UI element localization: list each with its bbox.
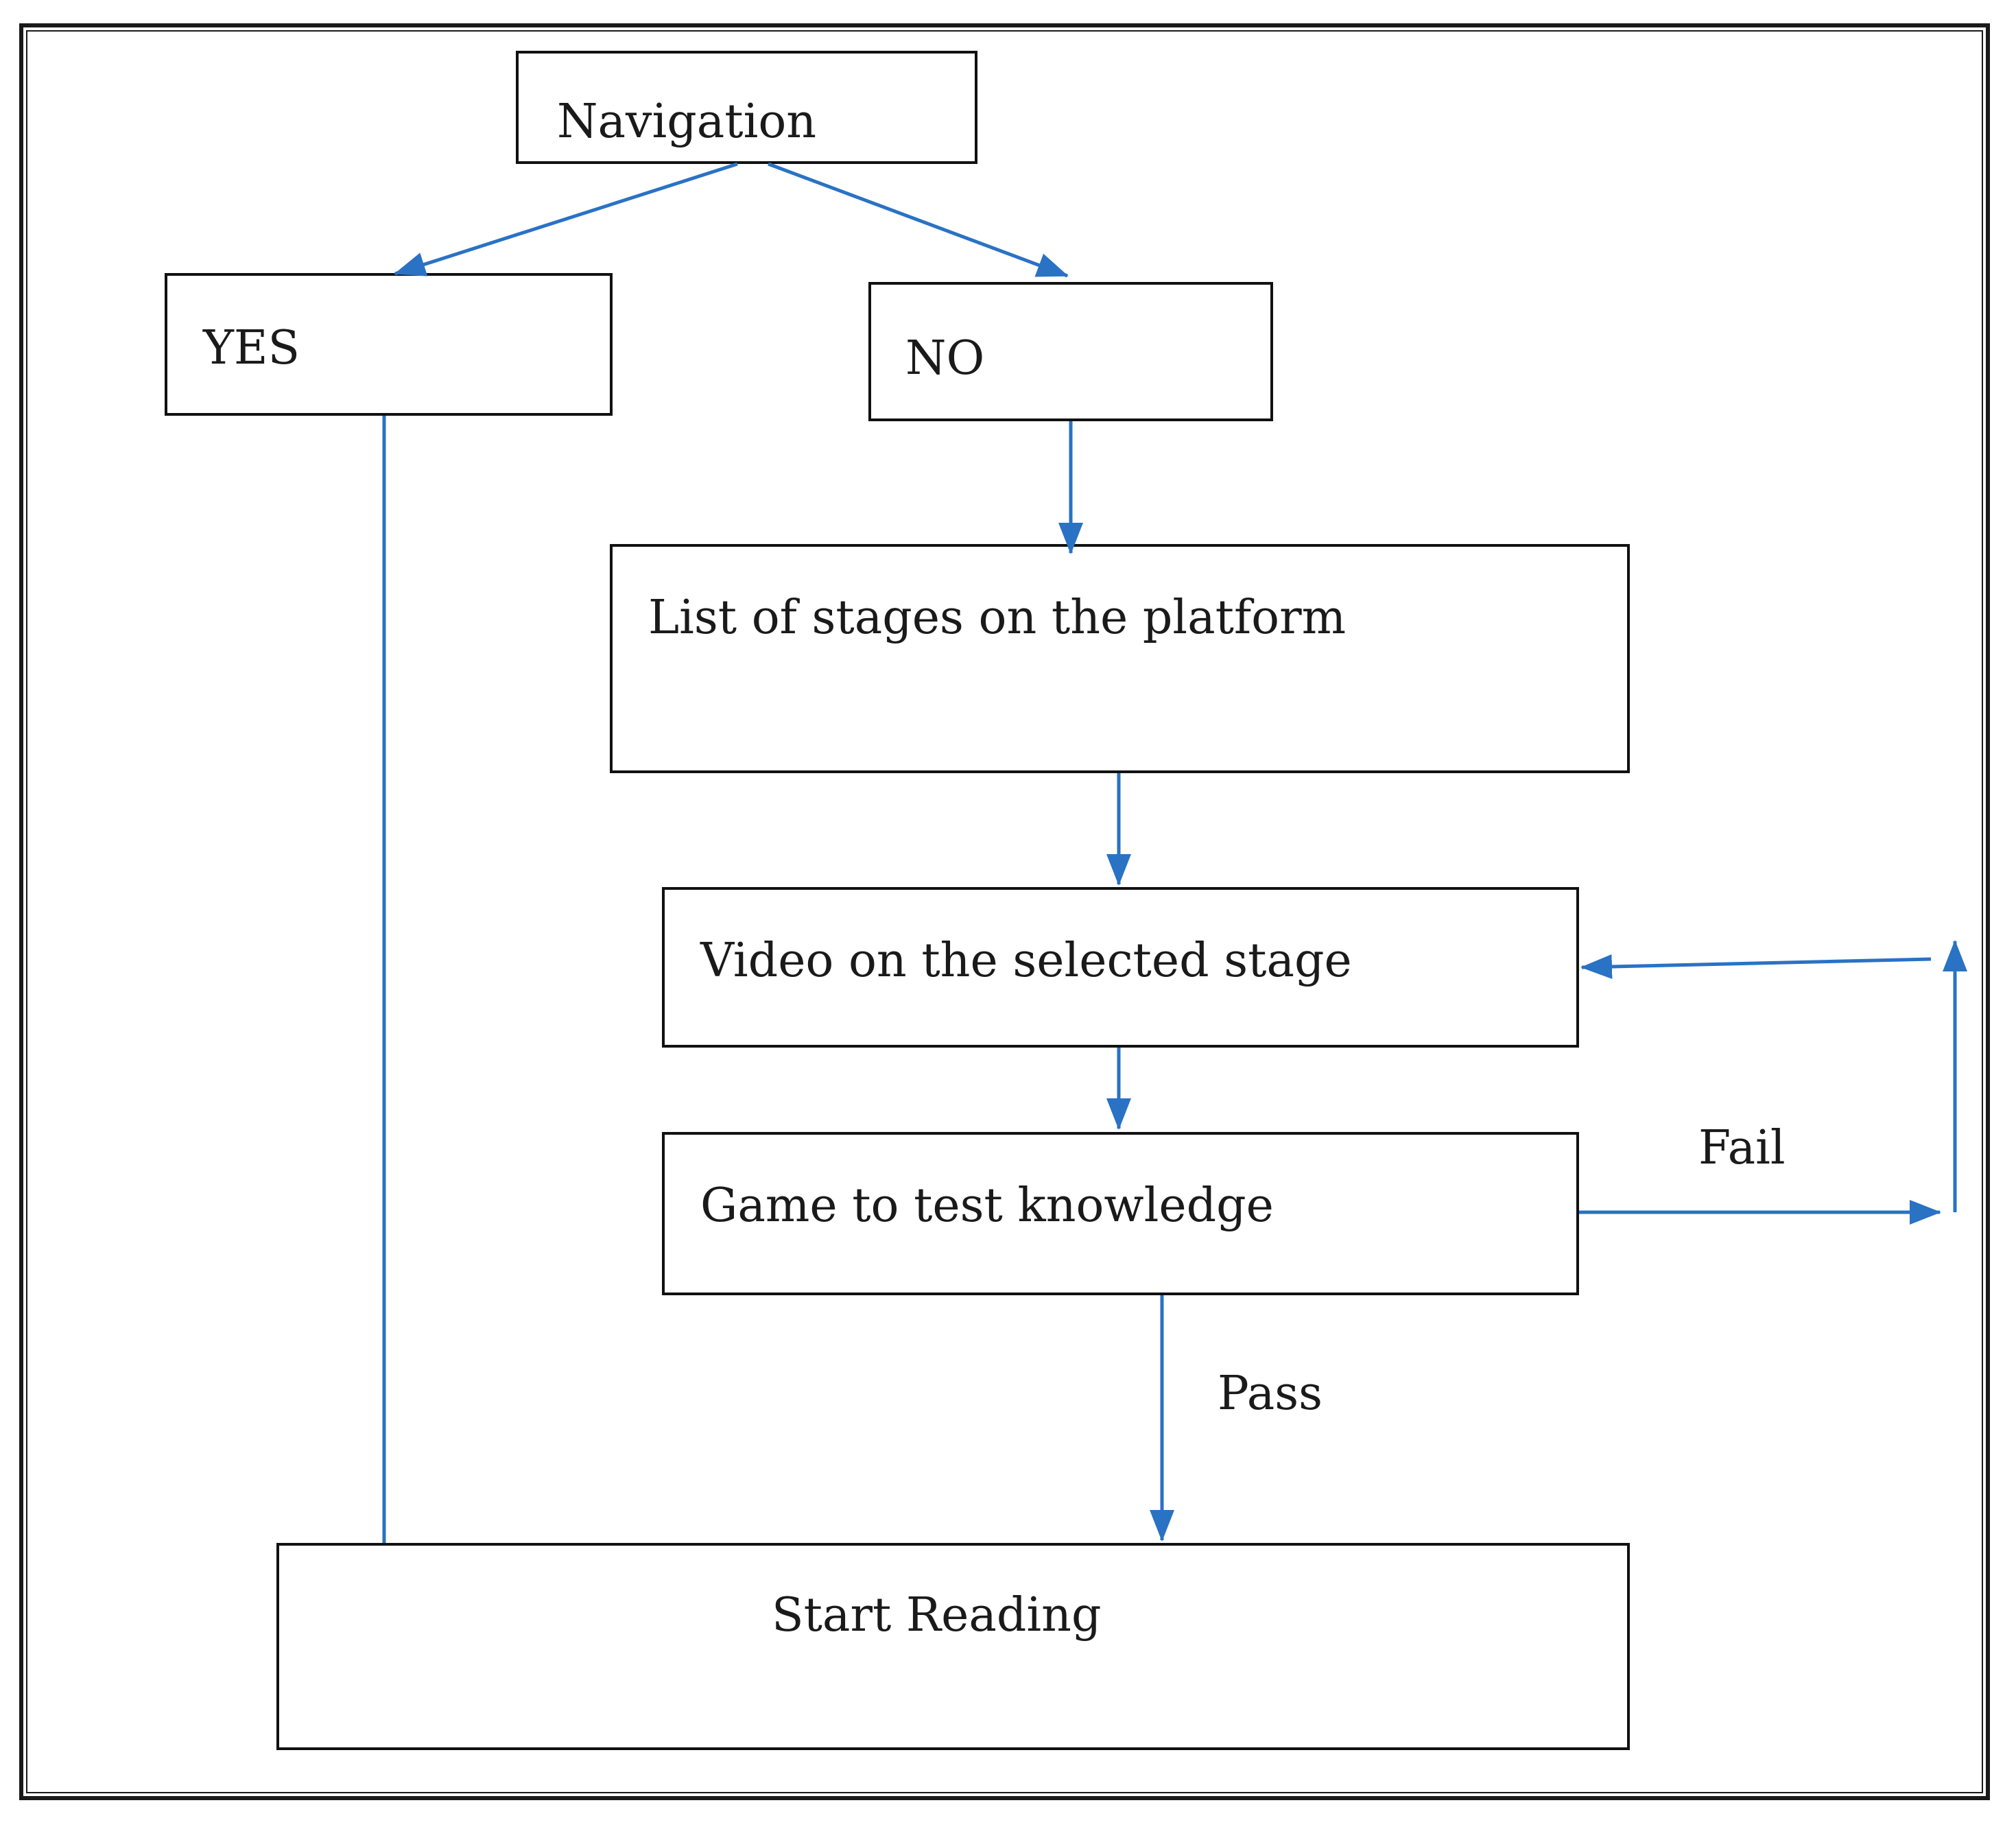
video-label: Video on the selected stage — [700, 934, 1352, 988]
video-box: Video on the selected stage — [662, 887, 1579, 1048]
no-label: NO — [905, 331, 985, 386]
fail-label: Fail — [1698, 1121, 1786, 1175]
yes-box: YES — [165, 273, 613, 416]
start-reading-label: Start Reading — [772, 1588, 1102, 1642]
arrow-nav-to-no — [768, 162, 1069, 278]
game-box: Game to test knowledge — [662, 1132, 1579, 1295]
navigation-box: Navigation — [516, 51, 977, 164]
outer-frame — [19, 23, 1990, 1800]
game-label: Game to test knowledge — [700, 1179, 1274, 1233]
inner-frame — [26, 30, 1983, 1793]
yes-label: YES — [203, 321, 300, 375]
arrow-retry-to-video — [1580, 954, 1932, 979]
navigation-label: Navigation — [557, 95, 817, 149]
arrow-nav-to-yes — [394, 162, 738, 276]
no-box: NO — [868, 282, 1273, 421]
pass-label: Pass — [1218, 1367, 1323, 1421]
stages-label: List of stages on the platform — [648, 591, 1347, 645]
start-reading-box: Start Reading — [276, 1543, 1630, 1750]
stages-box: List of stages on the platform — [610, 544, 1630, 773]
